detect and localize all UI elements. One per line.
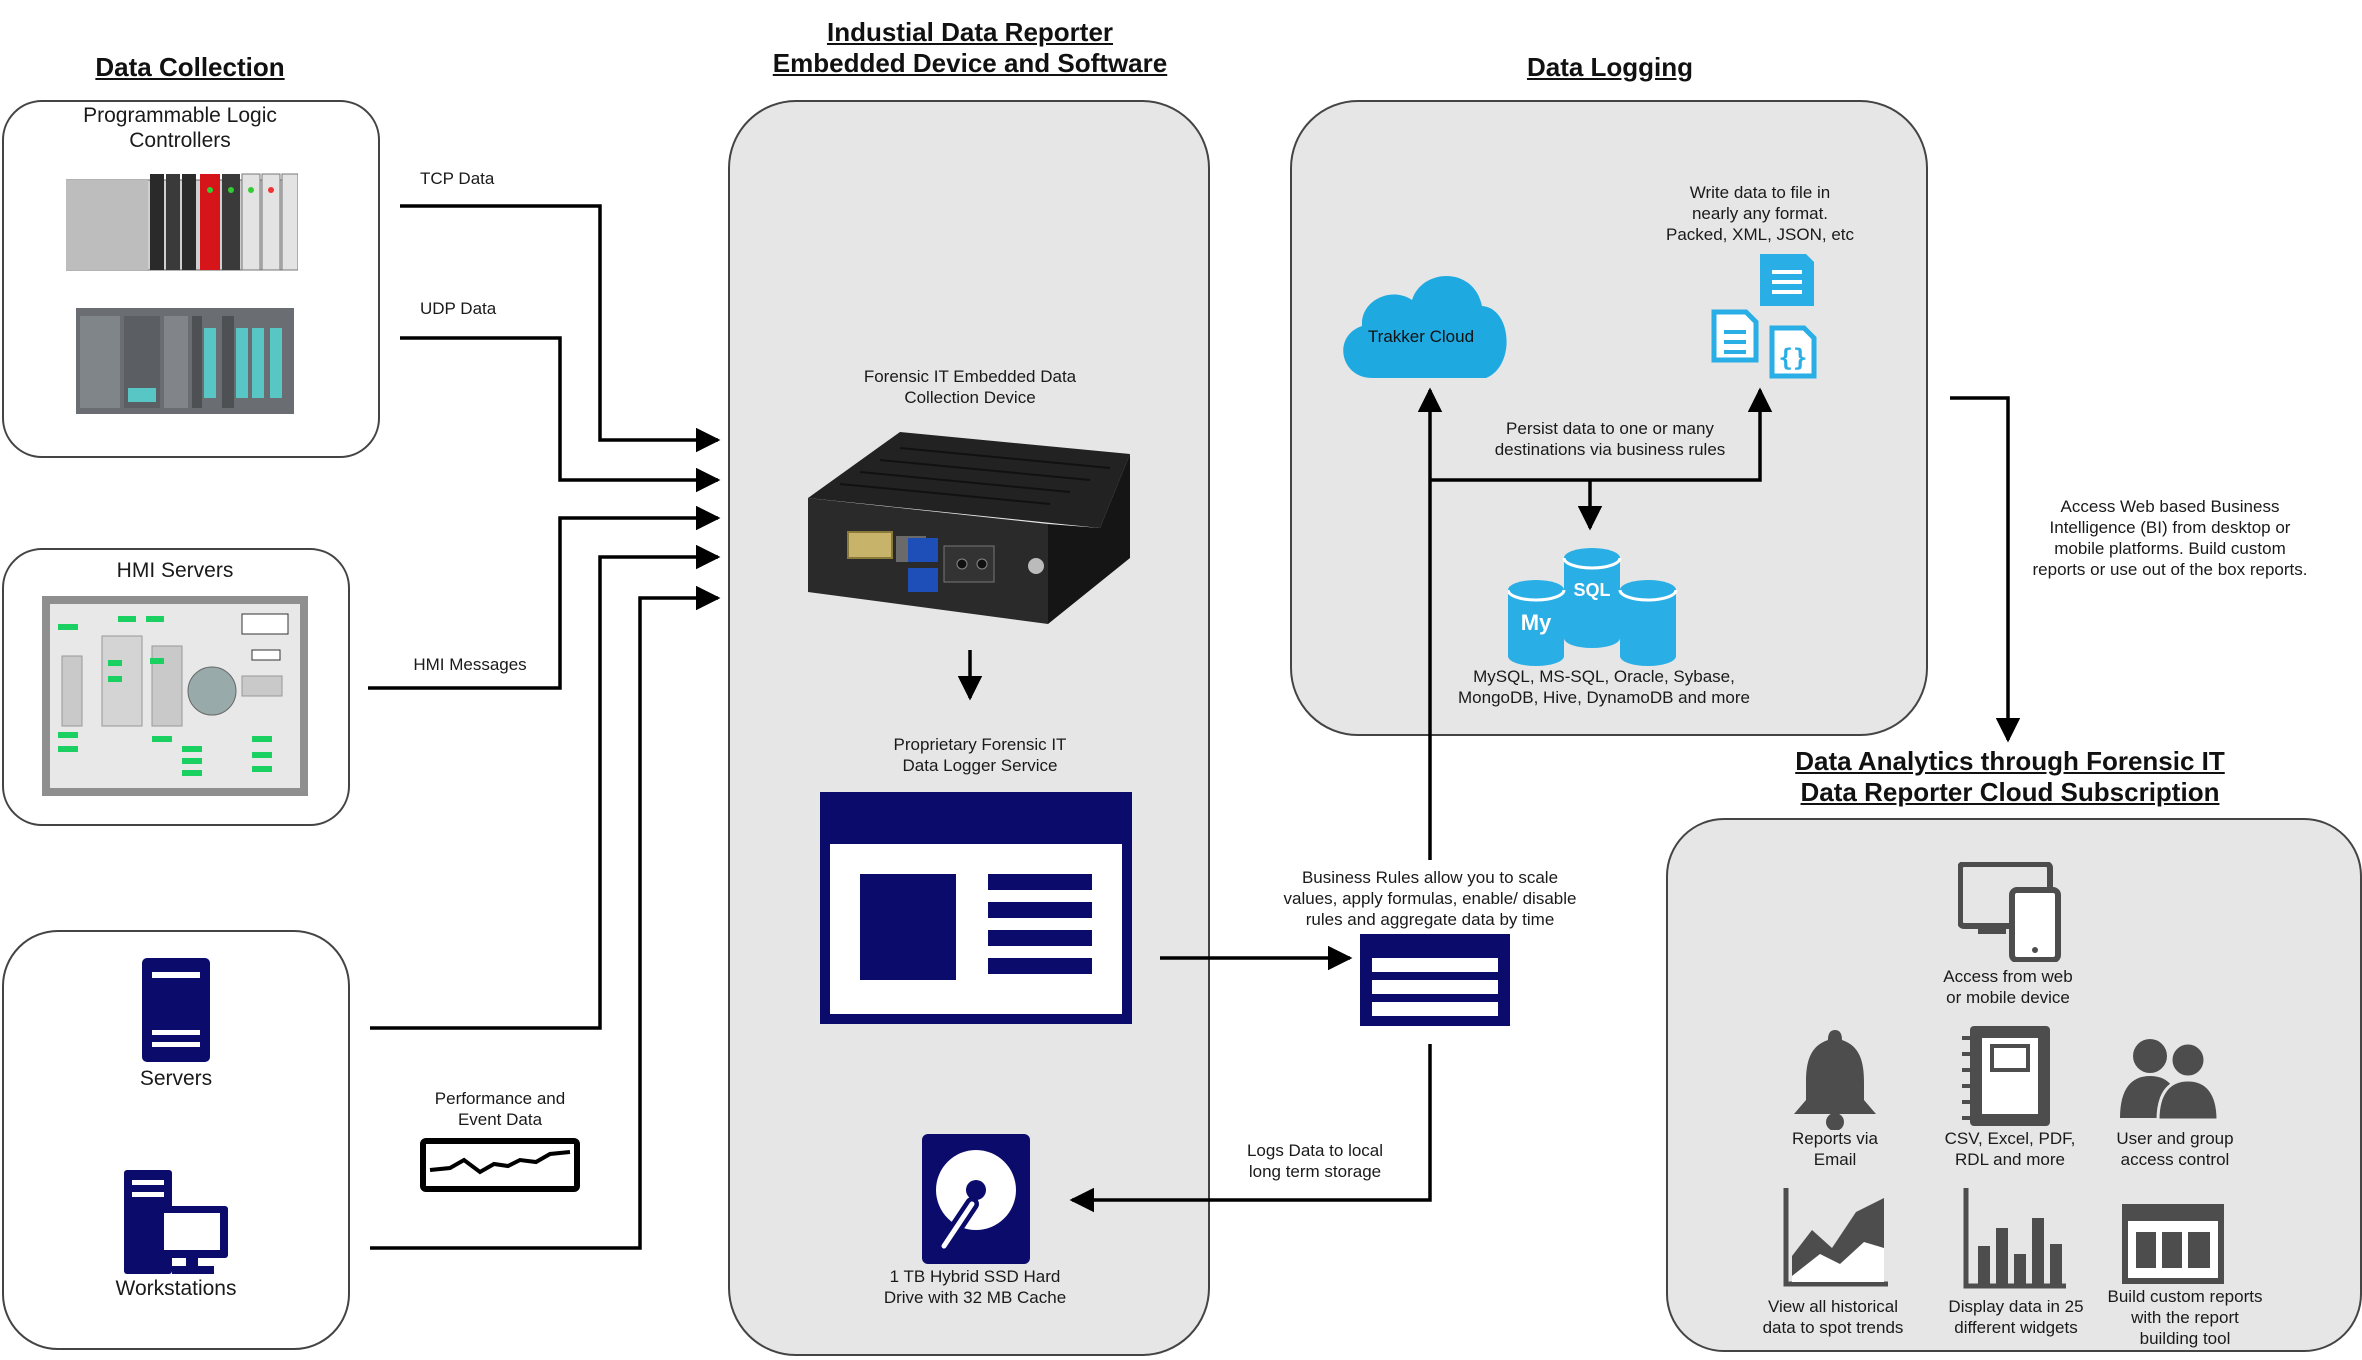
widgets-label: Display data in 25 different widgets xyxy=(1948,1297,2084,1337)
file-formats-label: Write data to file in nearly any format.… xyxy=(1665,183,1854,244)
report-builder-icon xyxy=(2122,1204,2224,1284)
sql-text: SQL xyxy=(1573,580,1610,600)
rules-list-icon xyxy=(1360,934,1510,1026)
cloud-label: Trakker Cloud xyxy=(1367,327,1475,346)
notebook-icon xyxy=(1962,1026,2050,1126)
udp-data-label: UDP Data xyxy=(420,299,497,318)
wire-logging-to-analytics xyxy=(1950,396,2021,743)
drive-label: 1 TB Hybrid SSD Hard Drive with 32 MB Ca… xyxy=(883,1267,1067,1307)
performance-label: Performance and Event Data xyxy=(434,1089,566,1129)
wire-rules-to-files xyxy=(1430,387,1773,482)
users-icon xyxy=(2120,1039,2220,1120)
svg-text:{}: {} xyxy=(1779,344,1808,372)
plc-s7-icon xyxy=(76,308,294,414)
wire-servers xyxy=(370,544,721,1030)
workstation-icon xyxy=(124,1170,228,1274)
workstations-label: Workstations xyxy=(115,1277,237,1300)
area-chart-icon xyxy=(1783,1188,1888,1287)
bell-icon xyxy=(1794,1030,1876,1130)
logs-local-label: Logs Data to local long term storage xyxy=(1246,1141,1384,1181)
access-bi-label: Access Web based Business Intelligence (… xyxy=(2032,497,2308,579)
title-data-logging: Data Logging xyxy=(1526,52,1694,82)
title-data-collection: Data Collection xyxy=(95,52,285,82)
plc-label: Programmable Logic Controllers xyxy=(83,104,277,152)
servers-label: Servers xyxy=(139,1067,213,1090)
hard-drive-icon xyxy=(922,1134,1030,1264)
db-label: MySQL, MS-SQL, Oracle, Sybase, MongoDB, … xyxy=(1458,667,1750,707)
device-label: Forensic IT Embedded Data Collection Dev… xyxy=(863,367,1077,407)
email-label: Reports via Email xyxy=(1792,1129,1878,1169)
business-rules-label: Business Rules allow you to scale values… xyxy=(1283,868,1577,929)
builder-label: Build custom reports with the report bui… xyxy=(2107,1287,2263,1348)
title-reporter: Industial Data Reporter Embedded Device … xyxy=(772,17,1168,78)
users-label: User and group access control xyxy=(2116,1129,2234,1169)
wire-rules-to-drive xyxy=(1069,1044,1432,1213)
embedded-device-icon xyxy=(808,432,1130,624)
plc-rack-icon xyxy=(66,173,298,271)
formats-label: CSV, Excel, PDF, RDL and more xyxy=(1944,1129,2076,1169)
document-icon: {} xyxy=(1711,254,1817,379)
wire-workstations xyxy=(370,585,721,1250)
wire-udp xyxy=(400,336,721,493)
cloud-icon xyxy=(1343,275,1507,378)
bar-chart-icon xyxy=(1963,1188,2066,1289)
historical-label: View all historical data to spot trends xyxy=(1762,1297,1904,1337)
server-tower-icon xyxy=(142,958,210,1062)
logger-window-icon xyxy=(820,792,1132,1024)
service-label: Proprietary Forensic IT Data Logger Serv… xyxy=(893,735,1067,775)
wire-tcp xyxy=(400,204,721,453)
hmi-messages-label: HMI Messages xyxy=(413,655,527,674)
wire-hmi xyxy=(368,505,721,690)
access-device-label: Access from web or mobile device xyxy=(1943,967,2073,1007)
waveform-icon xyxy=(420,1138,580,1192)
hmi-label: HMI Servers xyxy=(116,559,234,582)
tcp-data-label: TCP Data xyxy=(420,169,495,188)
persist-label: Persist data to one or many destinations… xyxy=(1494,419,1726,459)
hmi-screen-icon xyxy=(42,596,308,796)
devices-icon xyxy=(1958,862,2061,962)
mysql-text: My xyxy=(1521,610,1552,635)
database-icon: SQL My xyxy=(1508,548,1678,666)
title-analytics: Data Analytics through Forensic IT Data … xyxy=(1795,746,2225,807)
